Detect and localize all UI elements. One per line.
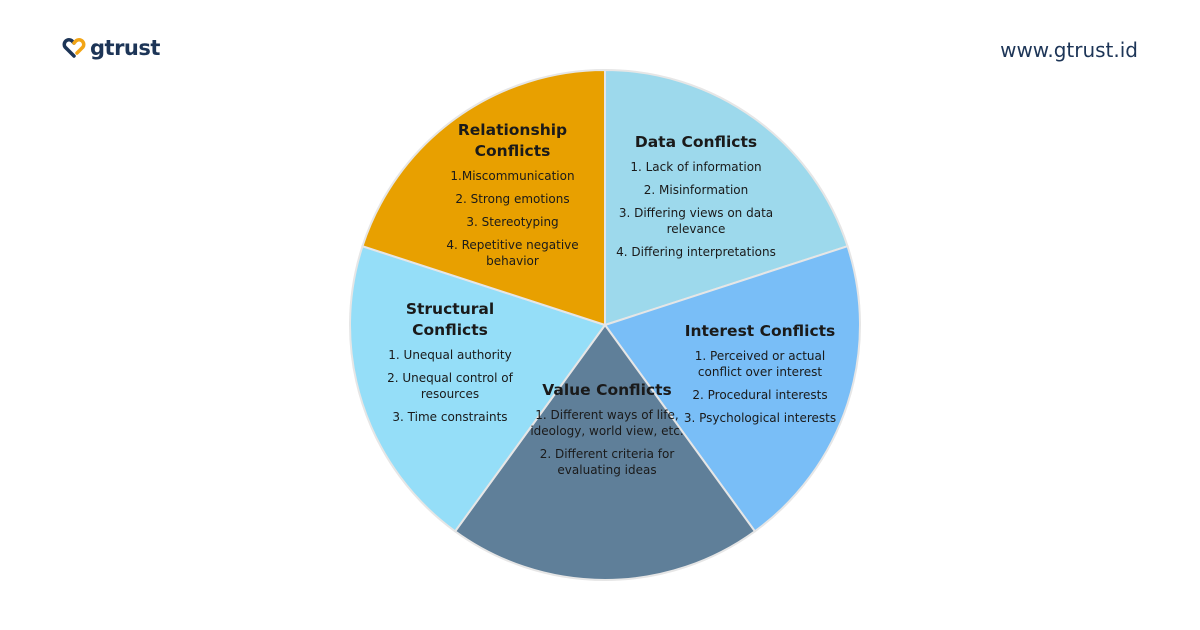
slice-item: 3. Psychological interests [683, 411, 837, 425]
slice-title: Value Conflicts [542, 381, 672, 399]
slice-label-interest: Interest Conflicts 1. Perceived or actua… [680, 321, 840, 433]
slice-item: 2. Different criteria for evaluating ide… [539, 447, 675, 477]
slice-label-value: Value Conflicts 1. Different ways of lif… [522, 380, 692, 485]
slice-item: 2. Unequal control of resources [387, 371, 513, 401]
slice-item: 4. Repetitive negative behavior [446, 238, 579, 268]
slice-item: 3. Differing views on data relevance [618, 206, 774, 236]
slice-item: 1. Unequal authority [388, 348, 512, 362]
pie-slice [349, 244, 607, 533]
slice-item: 3. Time constraints [392, 410, 508, 424]
slice-label-structural: Structural Conflicts 1. Unequal authorit… [375, 299, 525, 432]
slice-item: 4. Differing interpretations [616, 245, 776, 259]
slice-item: 1.Miscommunication [450, 169, 575, 183]
heart-link-icon [62, 38, 86, 58]
website-url[interactable]: www.gtrust.id [1000, 38, 1138, 62]
slice-label-data: Data Conflicts 1. Lack of information 2.… [606, 132, 786, 267]
slice-item: 1. Different ways of life, ideology, wor… [530, 408, 684, 438]
slice-item: 1. Perceived or actual conflict over int… [694, 349, 826, 379]
brand-name: gtrust [90, 36, 160, 60]
slice-item: 3. Stereotyping [466, 215, 559, 229]
pie-slice [604, 68, 849, 327]
slice-label-relationship: Relationship Conflicts 1.Miscommunicatio… [430, 120, 595, 276]
slice-title: Interest Conflicts [684, 322, 836, 340]
brand-logo[interactable]: gtrust [62, 36, 160, 60]
slice-item: 2. Misinformation [643, 183, 749, 197]
slice-item: 2. Strong emotions [455, 192, 570, 206]
slice-title: Relationship Conflicts [457, 121, 568, 160]
slice-item: 2. Procedural interests [692, 388, 828, 402]
slice-title: Structural Conflicts [405, 300, 495, 339]
slice-title: Data Conflicts [634, 133, 758, 151]
pie-slice [361, 68, 606, 327]
pie-slice [453, 323, 757, 581]
slice-item: 1. Lack of information [630, 160, 762, 174]
pie-slice [603, 244, 861, 533]
